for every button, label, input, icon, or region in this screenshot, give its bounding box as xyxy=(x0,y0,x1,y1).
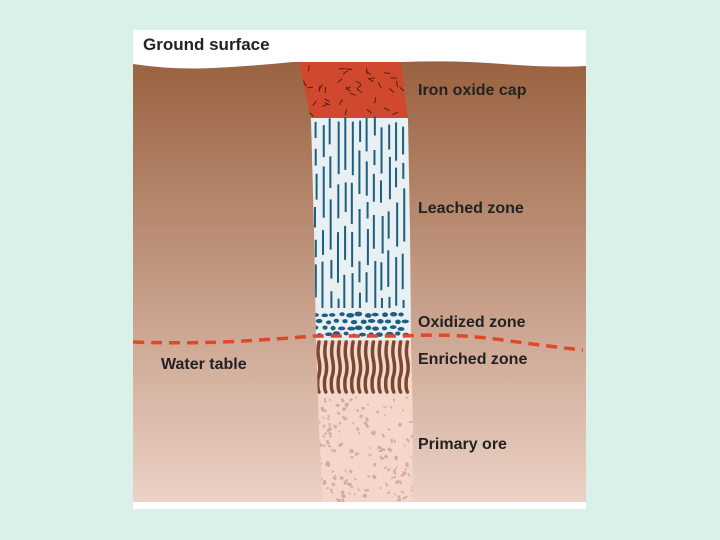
primary-ore-speck xyxy=(326,461,330,464)
primary-ore-speck xyxy=(364,489,369,491)
primary-ore-speck xyxy=(393,399,395,402)
oxidized-nodule xyxy=(377,319,383,324)
oxidized-nodule xyxy=(398,312,403,316)
leached-zone-label: Leached zone xyxy=(418,200,524,217)
oxidized-nodule xyxy=(326,320,331,324)
ground-surface-label: Ground surface xyxy=(143,35,270,54)
primary-ore-speck xyxy=(349,449,353,452)
oxidized-nodule xyxy=(344,332,349,336)
oxidized-nodule xyxy=(365,326,371,331)
primary-ore-speck xyxy=(358,432,360,434)
oxidized-nodule xyxy=(329,313,335,317)
primary-ore-speck xyxy=(363,494,367,498)
primary-ore-label: Primary ore xyxy=(418,436,507,453)
oxidized-nodule xyxy=(401,320,408,324)
water-table-label: Water table xyxy=(161,356,247,373)
primary-ore-speck xyxy=(340,476,344,479)
primary-ore-speck xyxy=(329,399,331,401)
oxidized-nodule xyxy=(339,312,344,316)
oxidized-nodule xyxy=(382,326,387,330)
oxidized-nodule xyxy=(382,312,388,317)
primary-ore-speck xyxy=(367,404,369,406)
oxidized-nodule xyxy=(321,313,328,317)
primary-ore-speck xyxy=(376,410,379,413)
primary-ore-speck xyxy=(380,487,381,489)
ore-deposit-cross-section: Ground surface Iron oxide cap Leached zo… xyxy=(133,30,586,509)
oxidized-nodule xyxy=(361,320,367,324)
primary-ore-speck xyxy=(323,444,325,447)
cap-texture-mark xyxy=(308,65,309,71)
primary-ore-speck xyxy=(350,456,353,458)
oxidized-nodule xyxy=(395,320,401,324)
oxidized-nodule xyxy=(354,312,362,317)
oxidized-nodule xyxy=(347,327,355,331)
cap-texture-mark xyxy=(384,73,390,74)
oxidized-nodule xyxy=(334,319,339,323)
oxidized-nodule xyxy=(390,312,397,316)
primary-ore-speck xyxy=(338,443,341,447)
primary-ore-speck xyxy=(395,480,399,484)
iron-oxide-cap-label: Iron oxide cap xyxy=(418,82,527,99)
primary-ore-speck xyxy=(342,407,346,411)
primary-ore-speck xyxy=(330,489,332,491)
oxidized-nodule xyxy=(346,313,354,318)
oxidized-nodule xyxy=(316,319,323,323)
primary-ore-speck xyxy=(384,414,386,416)
oxidized-nodule xyxy=(368,319,376,323)
primary-ore-speck xyxy=(355,397,357,398)
oxidized-nodule xyxy=(331,326,336,331)
oxidized-nodule xyxy=(342,319,347,323)
oxidized-nodule xyxy=(323,326,328,330)
oxidized-nodule xyxy=(372,326,379,330)
primary-ore-speck xyxy=(409,422,413,423)
primary-ore-speck xyxy=(405,462,408,467)
oxidized-nodule xyxy=(351,320,357,324)
oxidized-nodule xyxy=(355,326,363,330)
primary-ore-speck xyxy=(377,446,381,449)
oxidized-nodule xyxy=(338,327,345,331)
enriched-zone-label: Enriched zone xyxy=(418,351,527,368)
diagram-panel: Ground surface Iron oxide cap Leached zo… xyxy=(133,30,586,509)
primary-ore-speck xyxy=(362,407,365,410)
oxidized-nodule xyxy=(372,313,379,317)
primary-ore-speck xyxy=(394,476,396,478)
oxidized-nodule xyxy=(365,313,372,318)
oxidized-nodule xyxy=(385,320,391,324)
primary-ore-speck xyxy=(399,497,401,498)
oxidized-nodule xyxy=(395,332,400,336)
oxidized-nodule xyxy=(398,327,405,331)
oxidized-nodule xyxy=(359,333,366,337)
oxidized-nodule xyxy=(390,325,397,329)
oxidized-zone-label: Oxidized zone xyxy=(418,314,526,331)
